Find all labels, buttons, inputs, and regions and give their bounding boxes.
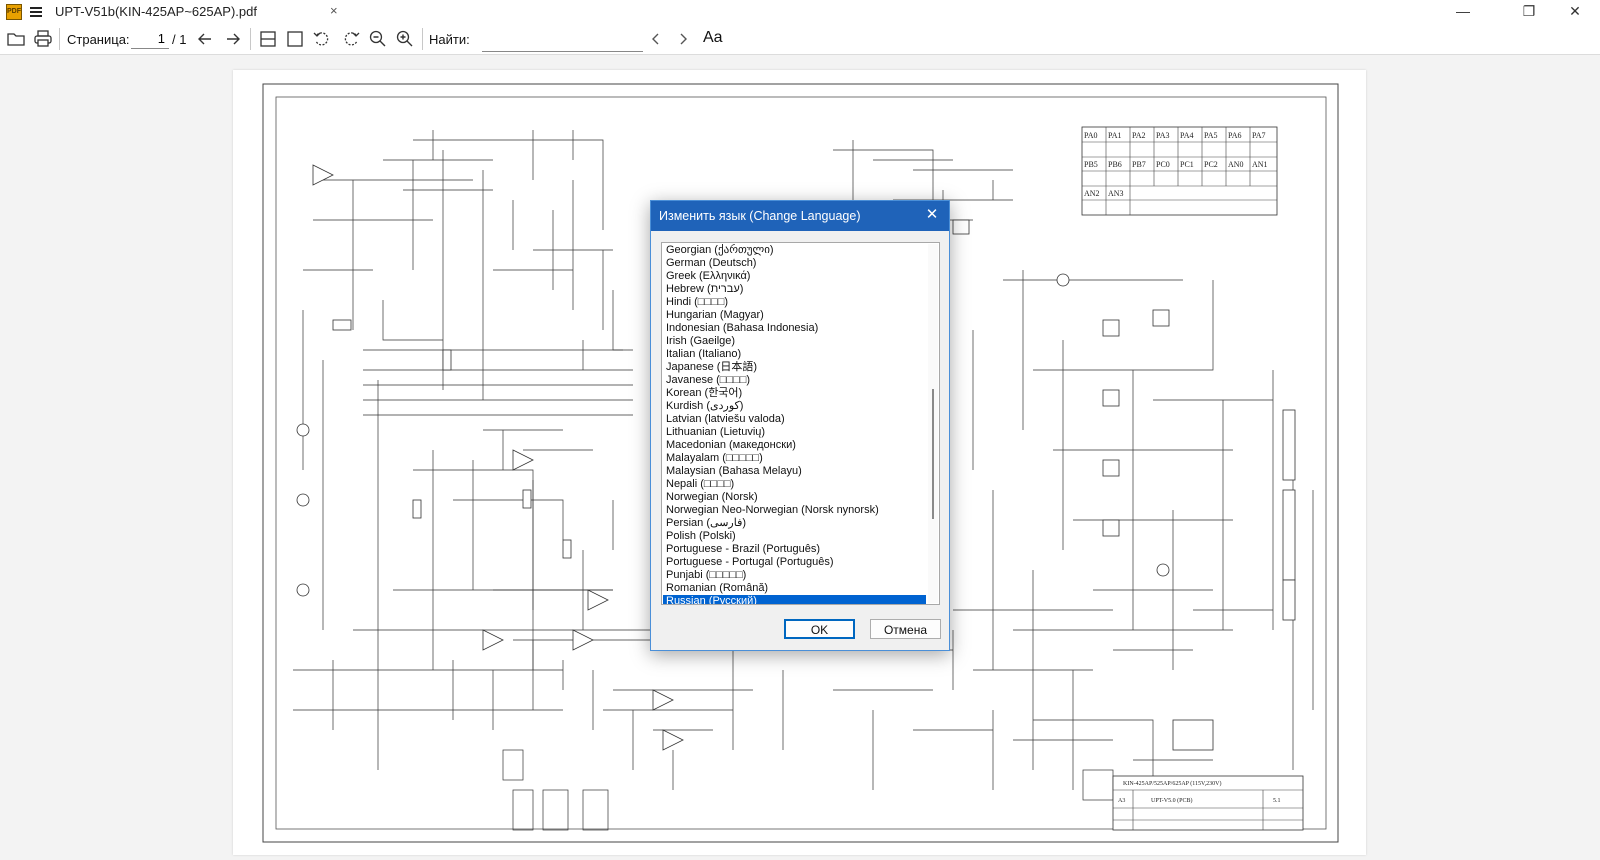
language-list-item[interactable]: Malayalam (□□□□□) <box>666 452 763 464</box>
next-page-icon[interactable] <box>223 29 243 49</box>
language-list-item[interactable]: German (Deutsch) <box>666 257 757 269</box>
fit-width-icon[interactable] <box>258 29 278 49</box>
fit-page-icon[interactable] <box>285 29 305 49</box>
menu-icon[interactable] <box>30 7 42 17</box>
minimize-button[interactable]: — <box>1456 3 1470 19</box>
language-list-item[interactable]: Italian (Italiano) <box>666 348 742 360</box>
language-list-item[interactable]: Latvian (latviešu valoda) <box>666 413 785 425</box>
document-tab-title[interactable]: UPT-V51b(KIN-425AP~625AP).pdf <box>55 4 257 19</box>
language-list-item[interactable]: Indonesian (Bahasa Indonesia) <box>666 322 819 334</box>
language-list-item[interactable]: Macedonian (македонски) <box>666 439 796 451</box>
port-table-cell: PA6 <box>1228 131 1242 140</box>
zoom-out-icon[interactable] <box>368 29 388 49</box>
port-table-cell: PA3 <box>1156 131 1170 140</box>
language-list-item[interactable]: Portuguese - Portugal (Português) <box>666 556 834 568</box>
page-number-input[interactable] <box>131 29 169 49</box>
language-listbox[interactable]: Georgian (ქართული)German (Deutsch)Greek … <box>661 242 940 605</box>
title-bar: PDF UPT-V51b(KIN-425AP~625AP).pdf × — ❐ … <box>0 0 1600 24</box>
port-table-cell: PA0 <box>1084 131 1098 140</box>
rotate-right-icon[interactable] <box>341 29 361 49</box>
previous-page-icon[interactable] <box>195 29 215 49</box>
title-block-model: KIN-425AP/525AP/625AP (115V,230V) <box>1123 780 1221 787</box>
language-list-item[interactable]: Irish (Gaeilge) <box>666 335 736 347</box>
language-list-item[interactable]: Norwegian Neo-Norwegian (Norsk nynorsk) <box>666 504 879 516</box>
title-block-doc-number: UPT-V5.0 (PCB) <box>1151 797 1192 804</box>
language-list-item[interactable]: Hindi (□□□□) <box>666 296 729 308</box>
close-tab-icon[interactable]: × <box>330 3 338 18</box>
schematic-drawing: PA0PA1PA2PA3PA4PA5PA6PA7PB5PB6PB7PC0PC1P… <box>262 83 1339 843</box>
port-table-cell: PC2 <box>1204 160 1218 169</box>
port-table-cell: PA5 <box>1204 131 1218 140</box>
ok-button[interactable]: OK <box>784 619 855 639</box>
maximize-button[interactable]: ❐ <box>1522 3 1536 19</box>
port-table-cell: PB5 <box>1084 160 1098 169</box>
language-list-item[interactable]: Russian (Русский) <box>663 595 926 604</box>
find-next-icon[interactable] <box>673 29 693 49</box>
port-table-cell: AN0 <box>1228 160 1244 169</box>
toolbar-separator <box>250 28 251 50</box>
port-table-cell: PB7 <box>1132 160 1146 169</box>
app-logo-icon: PDF <box>6 4 22 20</box>
cancel-button[interactable]: Отмена <box>870 619 941 639</box>
language-list-item[interactable]: Korean (한국어) <box>666 387 743 399</box>
language-list-item[interactable]: Hebrew (עברית) <box>666 283 744 295</box>
open-folder-icon[interactable] <box>6 29 26 49</box>
port-table-cell: AN2 <box>1084 189 1100 198</box>
font-settings-icon[interactable]: Aa <box>703 29 723 46</box>
toolbar-separator <box>422 28 423 50</box>
language-list-item[interactable]: Nepali (□□□□) <box>666 478 735 490</box>
language-list-item[interactable]: Georgian (ქართული) <box>666 244 774 256</box>
page-total: / 1 <box>172 32 187 47</box>
port-table-cell: AN3 <box>1108 189 1124 198</box>
find-label: Найти: <box>429 32 470 47</box>
language-list-item[interactable]: Punjabi (□□□□□) <box>666 569 747 581</box>
dialog-title-bar[interactable]: Изменить язык (Change Language) ✕ <box>651 201 949 231</box>
rotate-left-icon[interactable] <box>312 29 332 49</box>
language-list-item[interactable]: Persian (فارسی) <box>666 517 747 529</box>
scrollbar-thumb[interactable] <box>932 389 934 519</box>
find-previous-icon[interactable] <box>646 29 666 49</box>
title-block: KIN-425AP/525AP/625AP (115V,230V) UPT-V5… <box>1112 775 1304 831</box>
language-list-item[interactable]: Javanese (□□□□) <box>666 374 751 386</box>
change-language-dialog: Изменить язык (Change Language) ✕ Georgi… <box>650 200 950 651</box>
dialog-title: Изменить язык (Change Language) <box>659 209 861 223</box>
port-table-cell: PC0 <box>1156 160 1170 169</box>
port-table-cell: PA2 <box>1132 131 1146 140</box>
toolbar-separator <box>59 28 60 50</box>
language-list-item[interactable]: Polish (Polski) <box>666 530 736 542</box>
find-input[interactable] <box>482 29 643 52</box>
language-list-item[interactable]: Portuguese - Brazil (Português) <box>666 543 821 555</box>
print-icon[interactable] <box>33 29 53 49</box>
language-list-item[interactable]: Greek (Ελληνικά) <box>666 270 751 282</box>
dialog-close-icon[interactable]: ✕ <box>925 206 939 223</box>
zoom-in-icon[interactable] <box>395 29 415 49</box>
listbox-scrollbar[interactable] <box>928 244 938 603</box>
language-list-item[interactable]: Norwegian (Norsk) <box>666 491 758 503</box>
language-list-item[interactable]: Kurdish (کوردی) <box>666 400 744 412</box>
port-table-cell: PB6 <box>1108 160 1122 169</box>
language-list-item[interactable]: Hungarian (Magyar) <box>666 309 764 321</box>
port-table-cell: PA1 <box>1108 131 1122 140</box>
title-block-size: A3 <box>1118 798 1125 804</box>
toolbar: Страница: / 1 Найти: Aa <box>0 24 1600 55</box>
language-list: Georgian (ქართული)German (Deutsch)Greek … <box>663 244 926 604</box>
port-table-cell: PA7 <box>1252 131 1266 140</box>
port-table-cell: PA4 <box>1180 131 1194 140</box>
close-window-button[interactable]: ✕ <box>1569 3 1581 19</box>
language-list-item[interactable]: Romanian (Română) <box>666 582 769 594</box>
language-list-item[interactable]: Japanese (日本語) <box>666 361 758 373</box>
page-label: Страница: <box>67 32 130 47</box>
language-list-item[interactable]: Lithuanian (Lietuvių) <box>666 426 766 438</box>
language-list-item[interactable]: Malaysian (Bahasa Melayu) <box>666 465 802 477</box>
port-table-cell: PC1 <box>1180 160 1194 169</box>
port-table-cell: AN1 <box>1252 160 1268 169</box>
title-block-revision: 5.1 <box>1273 798 1281 804</box>
